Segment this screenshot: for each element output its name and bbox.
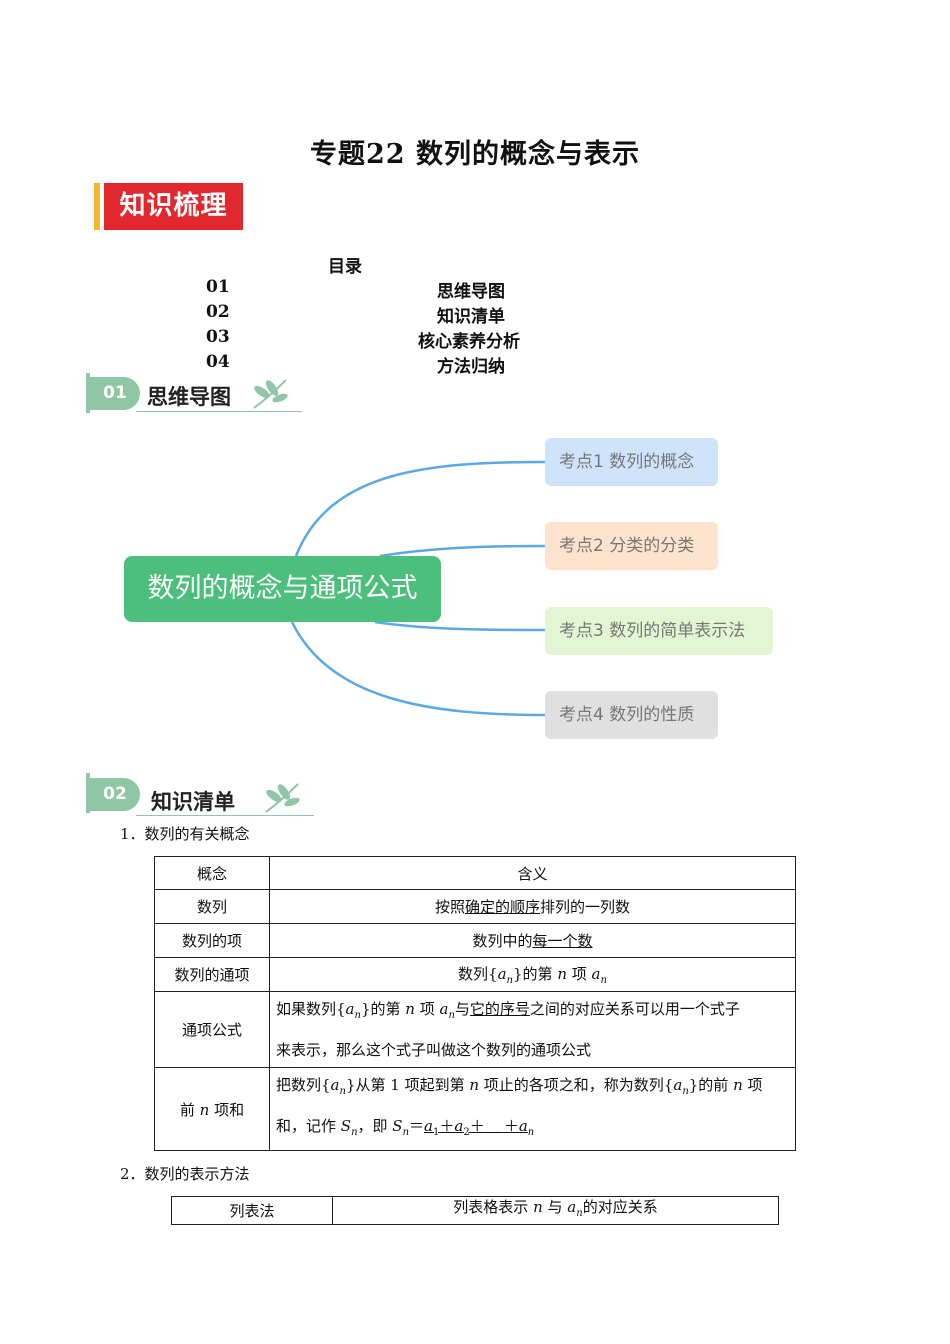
cell-method: 列表法 xyxy=(171,1196,333,1225)
leaf-icon xyxy=(253,379,288,409)
cell-definition: 数列{an}的第 n 项 an xyxy=(269,957,796,992)
header-meaning: 含义 xyxy=(269,856,796,890)
cell-term: 数列 xyxy=(154,889,270,924)
toc-label-2: 知识清单 xyxy=(437,307,505,327)
document-title: 专题22 数列的概念与表示 xyxy=(310,139,640,170)
toc-num-3: 03 xyxy=(206,327,230,347)
table-row: 通项公式 如果数列{an}的第 n 项 an与它的序号之间的对应关系可以用一个式… xyxy=(154,991,796,1068)
cell-definition: 按照确定的顺序排列的一列数 xyxy=(269,889,796,924)
table-header-row: 概念 含义 xyxy=(154,856,796,890)
subsection-heading-2: 2．数列的表示方法 xyxy=(120,1165,250,1183)
subsection-heading-1: 1．数列的有关概念 xyxy=(120,825,250,843)
cell-term: 通项公式 xyxy=(154,991,270,1068)
table-row: 数列的通项 数列{an}的第 n 项 an xyxy=(154,957,796,992)
table-row: 数列 按照确定的顺序排列的一列数 xyxy=(154,889,796,924)
section2-badge: 02 xyxy=(90,778,140,811)
toc-label-1: 思维导图 xyxy=(437,282,505,302)
cell-definition: 如果数列{an}的第 n 项 an与它的序号之间的对应关系可以用一个式子来表示，… xyxy=(269,991,796,1068)
section2-bar xyxy=(86,773,90,813)
section1-underline xyxy=(136,411,302,412)
cell-term: 数列的通项 xyxy=(154,957,270,992)
mindmap-node-1: 考点1 数列的概念 xyxy=(545,438,718,486)
toc-label-4: 方法归纳 xyxy=(437,357,505,377)
section1-bar xyxy=(86,373,90,413)
section1-badge: 01 xyxy=(90,377,140,410)
mindmap-node-4: 考点4 数列的性质 xyxy=(545,691,718,739)
leaf-icon xyxy=(265,783,300,813)
cell-definition: 把数列{an}从第 1 项起到第 n 项止的各项之和，称为数列{an}的前 n … xyxy=(269,1067,796,1151)
banner-accent-bar xyxy=(94,183,100,230)
mindmap-connectors xyxy=(290,460,546,717)
toc-num-1: 01 xyxy=(206,277,230,297)
cell-term: 前 n 项和 xyxy=(154,1067,270,1151)
table-row: 列表法 列表格表示 n 与 an的对应关系 xyxy=(171,1196,779,1225)
mindmap-node-3: 考点3 数列的简单表示法 xyxy=(545,607,773,655)
table-row: 数列的项 数列中的每一个数 xyxy=(154,923,796,958)
cell-description: 列表格表示 n 与 an的对应关系 xyxy=(332,1196,779,1225)
concept-table: 概念 含义 数列 按照确定的顺序排列的一列数 数列的项 数列中的每一个数 数列的… xyxy=(154,856,796,1151)
toc-num-4: 04 xyxy=(206,352,230,372)
knowledge-banner: 知识梳理 xyxy=(104,183,243,230)
section1-title: 思维导图 xyxy=(147,385,231,409)
header-concept: 概念 xyxy=(154,856,270,890)
toc-label-3: 核心素养分析 xyxy=(418,332,520,352)
toc-num-2: 02 xyxy=(206,302,230,322)
mindmap-center-node: 数列的概念与通项公式 xyxy=(124,556,441,622)
toc-heading: 目录 xyxy=(328,257,362,277)
mindmap-node-2: 考点2 分类的分类 xyxy=(545,522,718,570)
cell-definition: 数列中的每一个数 xyxy=(269,923,796,958)
cell-term: 数列的项 xyxy=(154,923,270,958)
representation-table: 列表法 列表格表示 n 与 an的对应关系 xyxy=(171,1196,779,1225)
table-row: 前 n 项和 把数列{an}从第 1 项起到第 n 项止的各项之和，称为数列{a… xyxy=(154,1067,796,1151)
section2-title: 知识清单 xyxy=(151,790,235,814)
section2-underline xyxy=(136,815,314,816)
